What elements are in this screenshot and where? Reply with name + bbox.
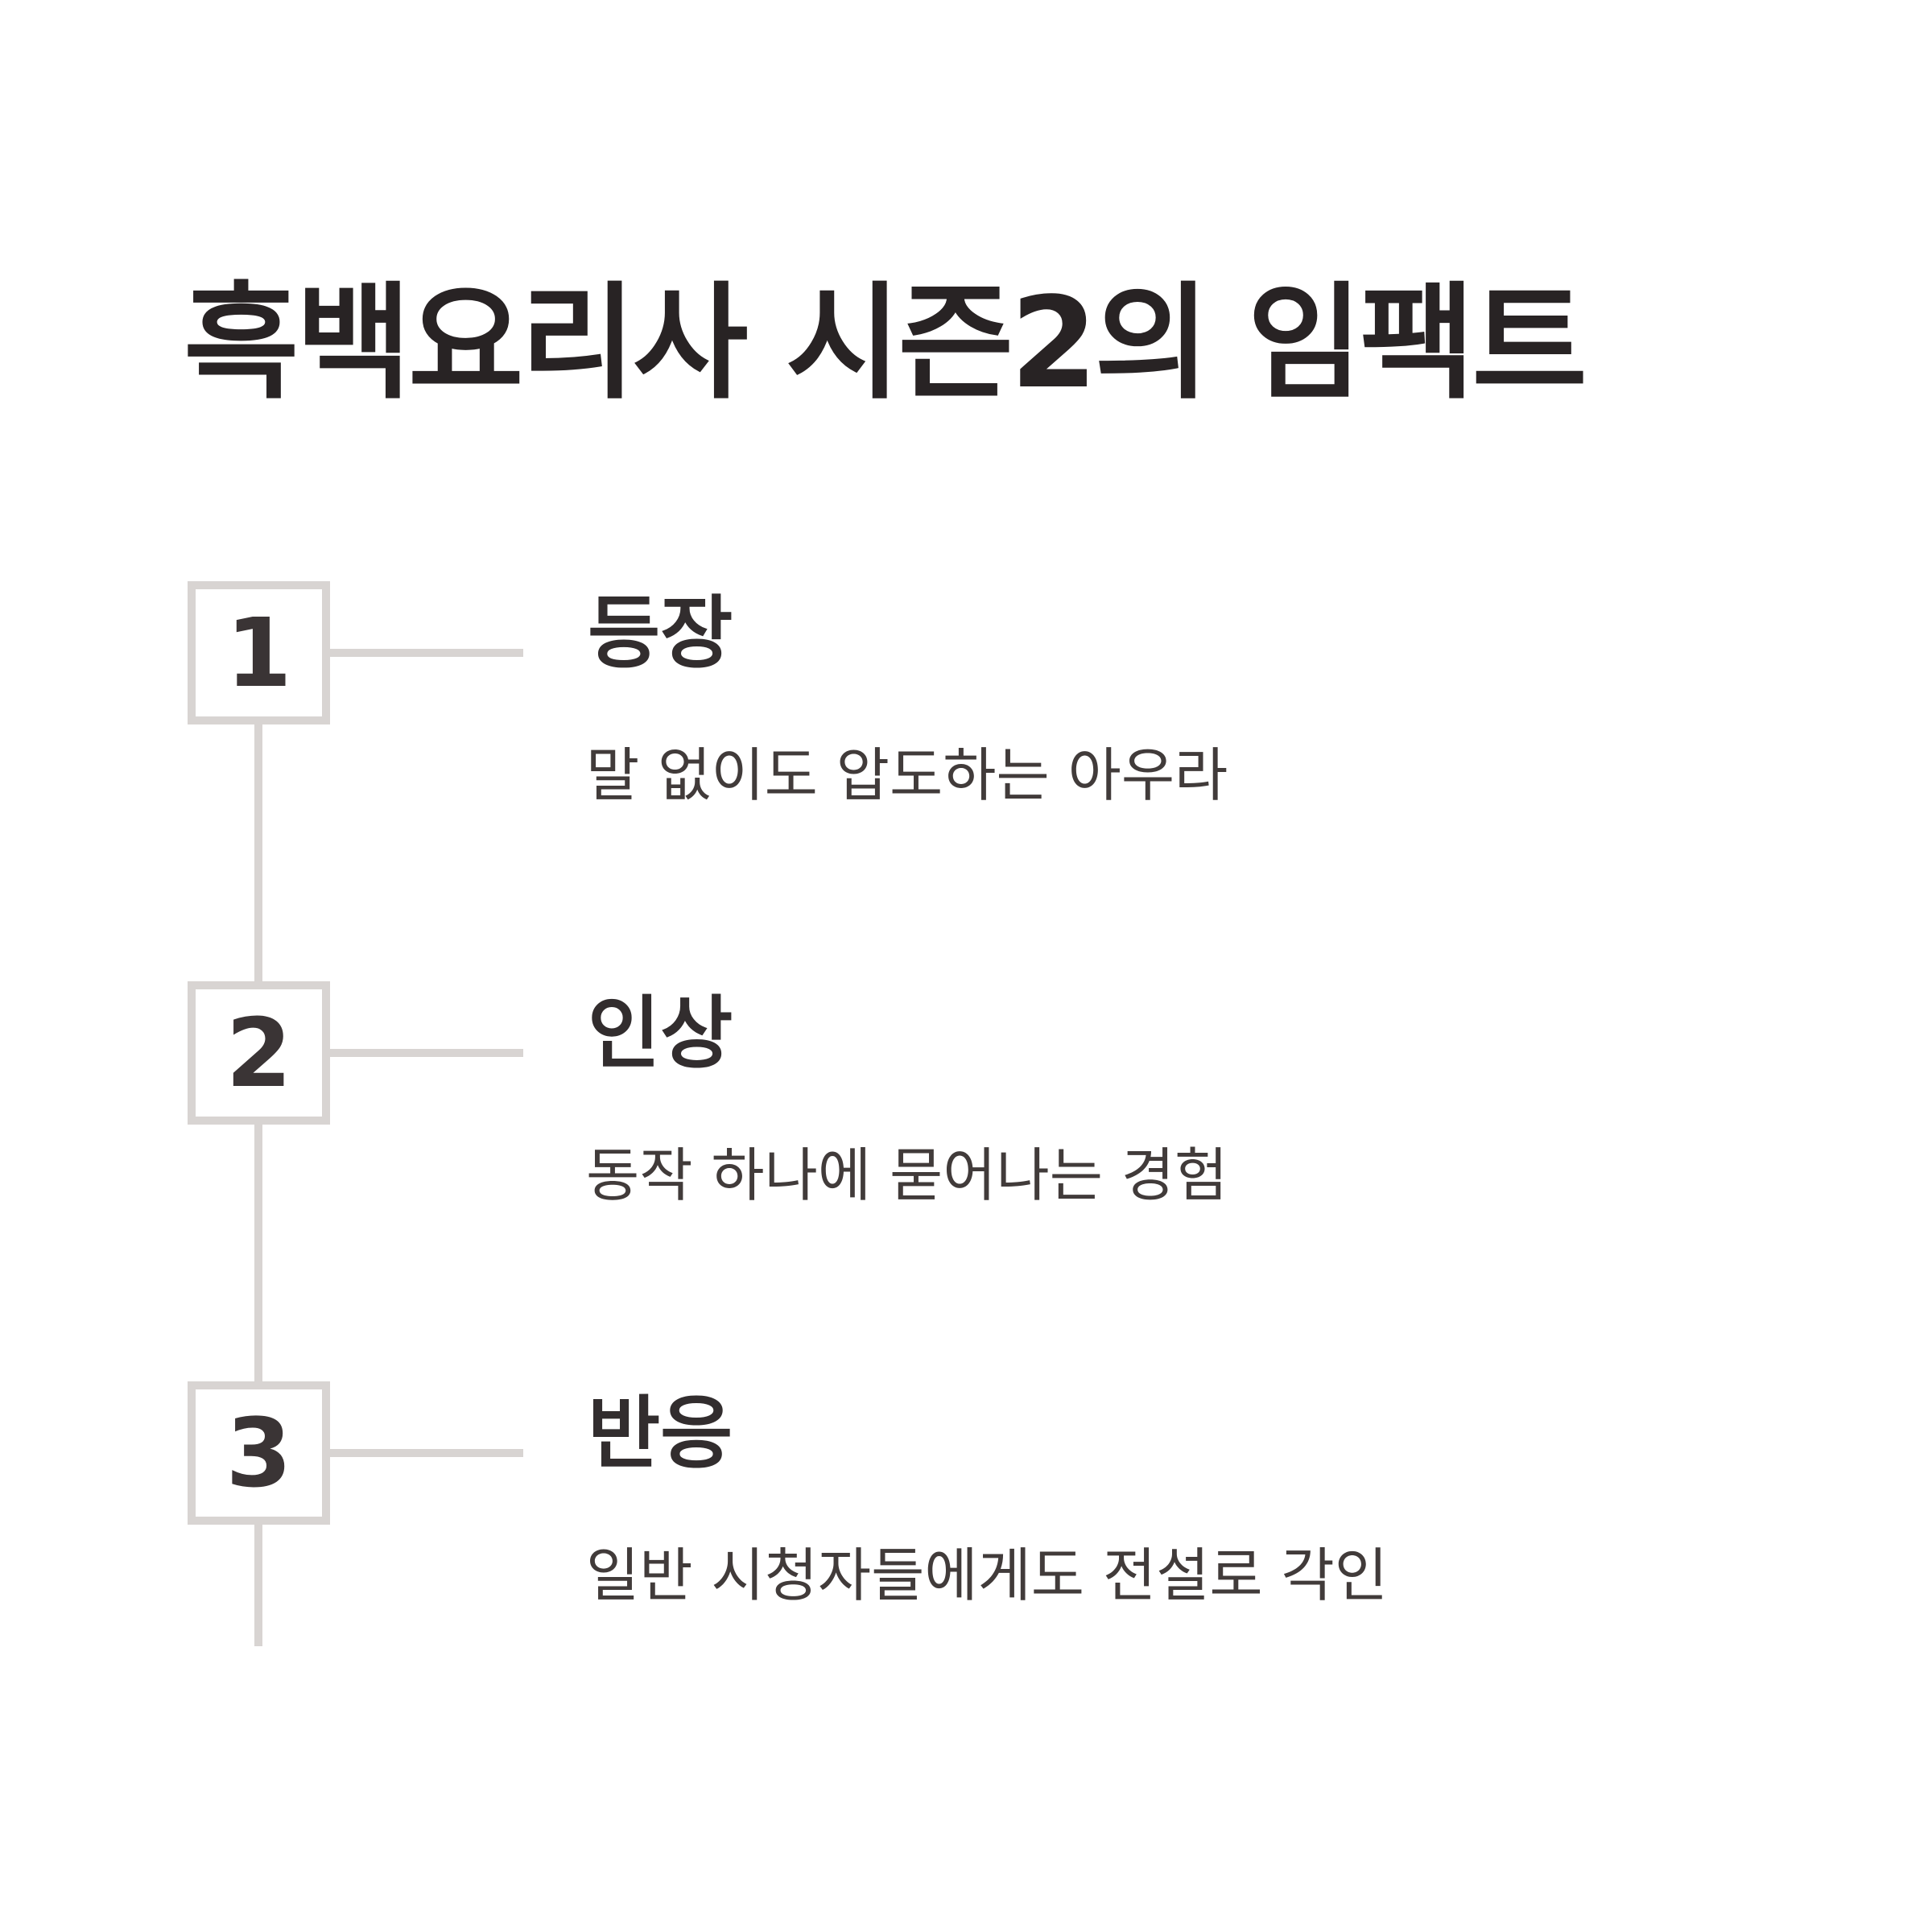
step-connector-line <box>330 1449 523 1457</box>
step-description: 말 없이도 압도하는 아우라 <box>586 741 1228 809</box>
step-connector-line <box>330 1049 523 1057</box>
step-number: 2 <box>225 997 292 1108</box>
step-item-2: 2 인상 동작 하나에 묻어나는 경험 <box>0 981 1932 1384</box>
step-number-box: 1 <box>188 581 330 724</box>
step-item-1: 1 등장 말 없이도 압도하는 아우라 <box>0 581 1932 984</box>
step-description: 일반 시청자들에게도 전설로 각인 <box>586 1542 1389 1609</box>
timeline-vertical-line <box>254 720 262 1646</box>
step-description: 동작 하나에 묻어나는 경험 <box>586 1141 1228 1209</box>
step-item-3: 3 반응 일반 시청자들에게도 전설로 각인 <box>0 1381 1932 1784</box>
step-number-box: 3 <box>188 1381 330 1525</box>
step-number: 3 <box>225 1397 292 1509</box>
step-connector-line <box>330 649 523 657</box>
step-heading: 등장 <box>588 588 733 679</box>
step-number: 1 <box>225 597 292 708</box>
step-heading: 인상 <box>588 988 733 1080</box>
step-heading: 반응 <box>588 1388 733 1480</box>
page-title: 흑백요리사 시즌2의 임팩트 <box>184 270 1587 416</box>
step-number-box: 2 <box>188 981 330 1125</box>
